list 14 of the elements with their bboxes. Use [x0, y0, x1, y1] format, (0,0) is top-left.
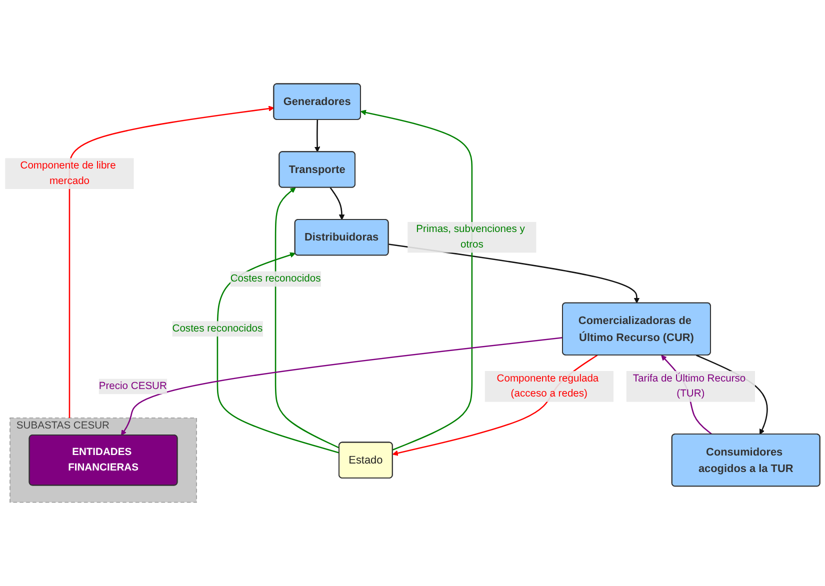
arrow — [274, 187, 340, 449]
arrow — [360, 110, 473, 450]
arrow — [68, 106, 274, 418]
edge-label: Componente de libre mercado — [20, 160, 116, 186]
arrow — [330, 187, 345, 220]
edge-label: Costes reconocidos — [172, 323, 263, 334]
edge-label: Componente regulada (acceso a redes) — [496, 372, 599, 400]
arrow — [314, 120, 320, 152]
arrow — [216, 252, 340, 454]
edge-label: Precio CESUR — [98, 380, 167, 392]
edge-label: Tarifa de Último Recurso (TUR) — [632, 372, 746, 400]
edge-label: Primas, subvenciones y otros — [416, 224, 525, 250]
arrow — [120, 337, 563, 436]
edge-label: Costes reconocidos — [230, 273, 321, 284]
